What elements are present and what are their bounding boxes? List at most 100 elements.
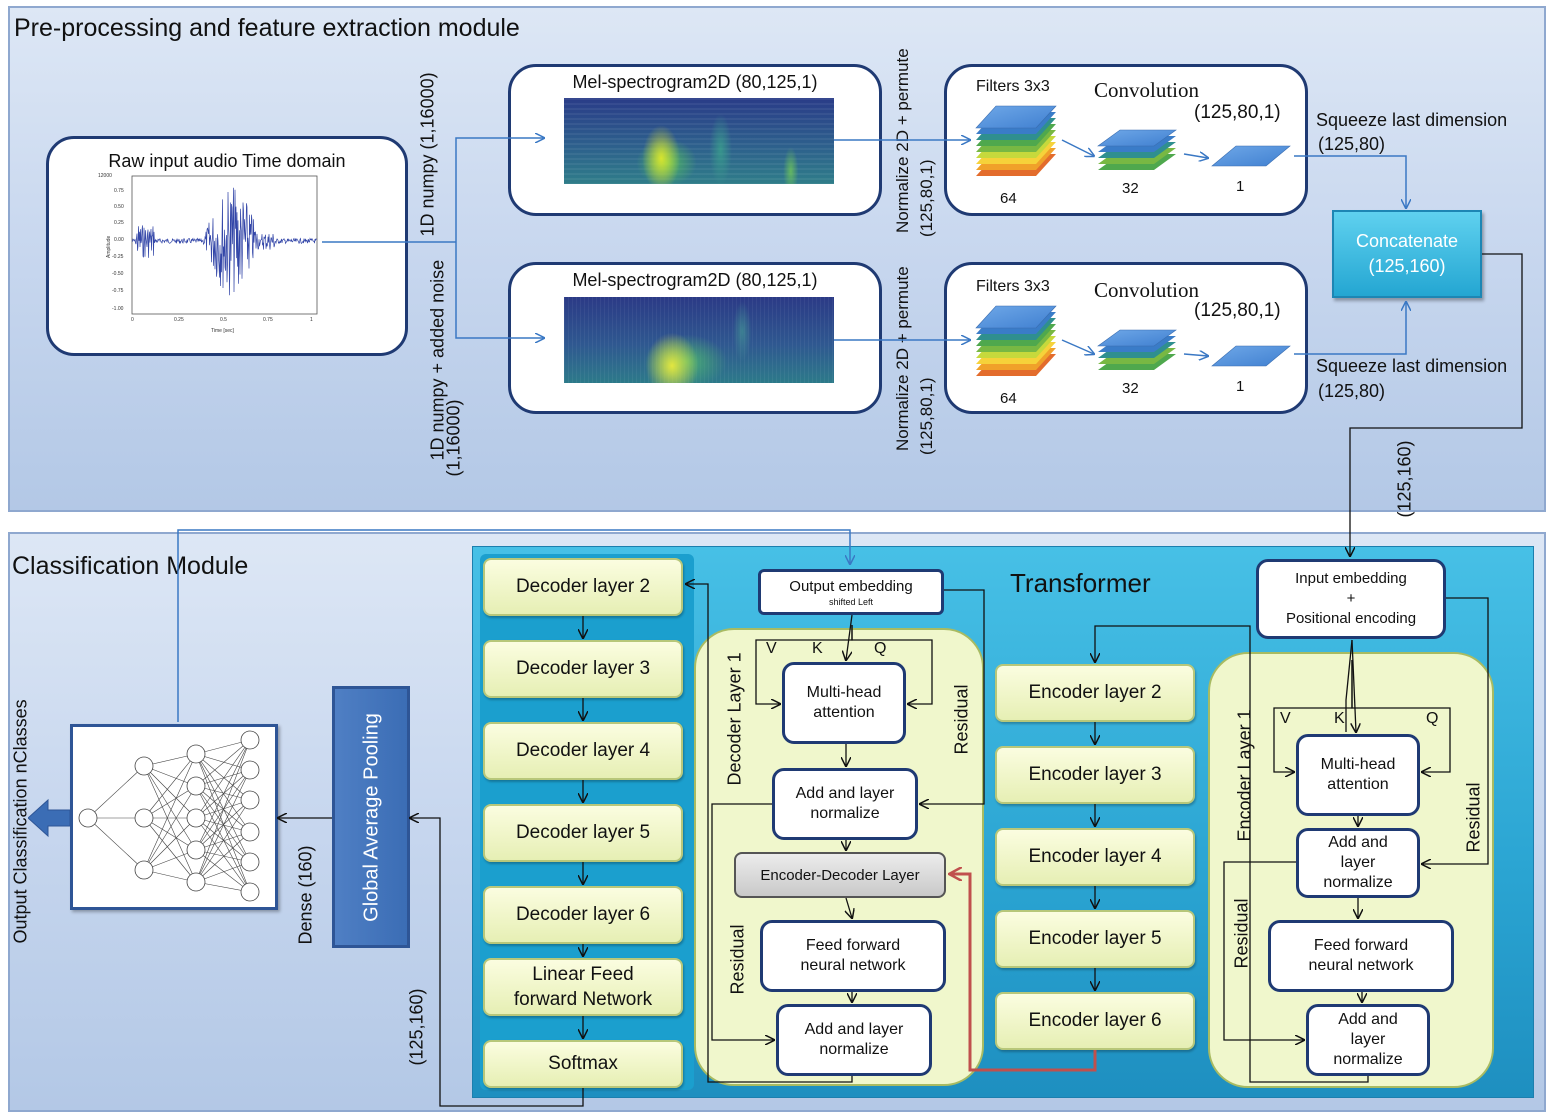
nn-edge (195, 769, 251, 819)
raw-audio-title: Raw input audio Time domain (108, 151, 346, 171)
nn-node (240, 790, 260, 810)
global-average-pooling (332, 686, 410, 948)
dec-q-label: Q (874, 640, 887, 657)
filters-label-2: Filters 3x3 (976, 278, 1050, 295)
preprocessing-title: Pre-processing and feature extraction mo… (14, 14, 520, 42)
nn-edge (195, 739, 251, 787)
conv-n1-2: 1 (1236, 378, 1245, 395)
filters-label-1: Filters 3x3 (976, 78, 1050, 95)
y-tick-label: 0.25 (114, 220, 124, 226)
output-embedding-title: Output embedding (789, 577, 913, 595)
nn-node (186, 808, 206, 828)
nn-edge (195, 739, 251, 883)
nn-edge (143, 817, 197, 871)
nn-node (240, 852, 260, 872)
input-embedding-line2: + (1346, 590, 1356, 607)
spectrogram-title-2: Mel-spectrogram2D (80,125,1) (572, 270, 818, 290)
dec-multihead-attention: Multi-head attention (782, 662, 906, 744)
squeeze-label-2: Squeeze last dimension (1316, 356, 1508, 376)
output-embedding-sub: shifted Left (828, 596, 874, 607)
x-tick-label: 0 (131, 317, 134, 323)
conv-title-1: Convolution (1094, 78, 1200, 102)
dec-add-norm-1: Add and layer normalize (772, 768, 918, 840)
nn-edge (143, 765, 197, 819)
nn-node (186, 840, 206, 860)
nn-edge (143, 765, 197, 851)
nn-edge (195, 753, 251, 893)
nn-edge (195, 861, 251, 883)
decoder-layer-4: Decoder layer 4 (483, 722, 683, 780)
y-tick-label: -0.25 (112, 254, 124, 260)
dec-v-label: V (766, 640, 777, 657)
nn-node (240, 822, 260, 842)
input-embedding-line1: Input embedding (1295, 570, 1407, 587)
concatenate-box: Concatenate (125,160) (1332, 210, 1482, 298)
nn-edge (87, 817, 145, 871)
dec-feed-forward: Feed forward neural network (760, 920, 946, 992)
spectrogram-image-2 (564, 297, 834, 383)
neural-network-diagram (78, 730, 260, 902)
x-tick-label: 0.25 (174, 317, 184, 323)
nn-node (240, 760, 260, 780)
enc-multihead-attention: Multi-head attention (1296, 734, 1420, 816)
nn-node (240, 882, 260, 902)
spectrogram-image-1 (564, 98, 834, 184)
dec-k-label: K (812, 640, 823, 657)
spectrogram-title-1: Mel-spectrogram2D (80,125,1) (572, 72, 818, 92)
nn-edge (195, 753, 251, 863)
input-embedding-line3: Positional encoding (1285, 610, 1417, 627)
filter-stacks (975, 105, 1291, 377)
decoder-layer-5: Decoder layer 5 (483, 804, 683, 862)
filter-stack-32 (1097, 129, 1177, 170)
y-tick-label: 12000 (98, 173, 112, 179)
squeeze-shape-1: (125,80) (1318, 134, 1386, 154)
encoder-decoder-layer: Encoder-Decoder Layer (734, 852, 946, 898)
nn-edge (143, 817, 197, 851)
linear-ff-network: Linear Feed forward Network (483, 958, 683, 1016)
nn-edge (143, 765, 197, 883)
y-tick-label: -1.00 (112, 306, 124, 312)
enc-v-label: V (1280, 710, 1291, 727)
nn-node (186, 872, 206, 892)
nn-edge (195, 739, 251, 819)
nn-node (186, 776, 206, 796)
enc-k-label: K (1334, 710, 1345, 727)
y-tick-label: -0.75 (112, 288, 124, 294)
nn-edge (195, 799, 251, 883)
nn-edge (195, 769, 251, 851)
output-arrow (28, 798, 71, 838)
squeeze-shape-2: (125,80) (1318, 381, 1386, 401)
nn-node (186, 744, 206, 764)
nn-node (240, 730, 260, 750)
nn-edge (195, 849, 251, 893)
enc-feed-forward: Feed forward neural network (1268, 920, 1454, 992)
nn-node (134, 860, 154, 880)
encoder-layer-6: Encoder layer 6 (995, 992, 1195, 1050)
nn-node (78, 808, 98, 828)
decoder-layer-6: Decoder layer 6 (483, 886, 683, 944)
squeeze-label-1: Squeeze last dimension (1316, 110, 1508, 130)
y-tick-label: 0.00 (114, 237, 124, 243)
concatenate-shape: (125,160) (1368, 256, 1446, 276)
filter-stack-64 (975, 105, 1057, 176)
x-axis-label: Time [sec] (211, 328, 234, 334)
decoder-layer-2: Decoder layer 2 (483, 558, 683, 616)
encoder-layer-3: Encoder layer 3 (995, 746, 1195, 804)
input-embedding-box: Input embedding + Positional encoding (1256, 559, 1446, 639)
encoder-layer-5: Encoder layer 5 (995, 910, 1195, 968)
decoder-layer-3: Decoder layer 3 (483, 640, 683, 698)
waveform-line (131, 187, 317, 296)
classification-title: Classification Module (12, 552, 249, 580)
nn-node (134, 756, 154, 776)
conv-shape-1: (125,80,1) (1194, 102, 1281, 123)
x-tick-label: 0.5 (220, 317, 227, 323)
enc-add-norm-2: Add and layer normalize (1306, 1004, 1430, 1076)
conv-title-2: Convolution (1094, 278, 1200, 302)
transformer-title: Transformer (1010, 568, 1151, 598)
nn-edge (195, 785, 251, 893)
nn-edge (143, 817, 197, 883)
conv-n64-1: 64 (1000, 190, 1017, 207)
x-tick-label: 1 (310, 317, 313, 323)
output-embedding-box: Output embedding shifted Left (758, 569, 944, 615)
